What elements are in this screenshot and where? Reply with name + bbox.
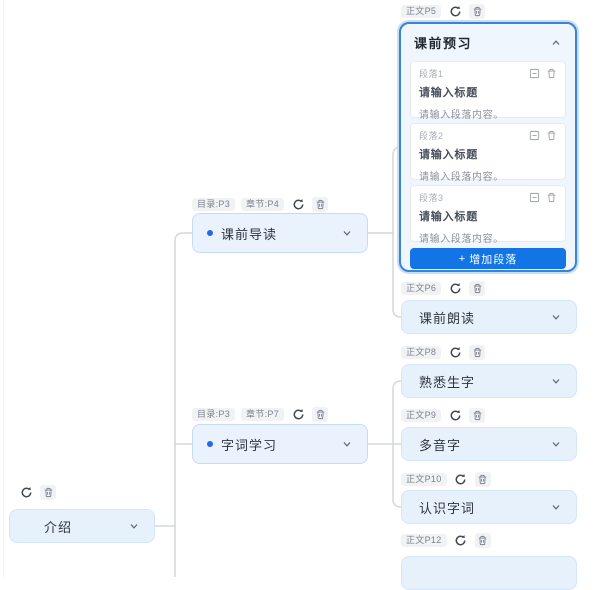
node-root[interactable]: 介绍 bbox=[9, 509, 155, 543]
node-label: 熟悉生字 bbox=[419, 374, 476, 390]
node-label: 课前导读 bbox=[221, 226, 278, 242]
node-leaf4[interactable]: 认识字词 bbox=[401, 490, 577, 524]
node-leaf1[interactable]: 课前朗读 bbox=[401, 300, 577, 334]
chevron-down-icon[interactable] bbox=[550, 311, 562, 323]
node-label: 课前朗读 bbox=[419, 310, 476, 326]
page-badge: 正文P10 bbox=[401, 473, 447, 486]
paragraph-label: 段落2 bbox=[419, 131, 444, 141]
node-branch1[interactable]: 课前导读 bbox=[192, 213, 368, 253]
refresh-icon[interactable] bbox=[290, 197, 306, 212]
trash-icon[interactable] bbox=[469, 281, 486, 296]
plus-icon: + bbox=[458, 252, 467, 265]
refresh-icon[interactable] bbox=[447, 408, 463, 423]
badge-row-branch2: 目录:P3 章节:P7 bbox=[192, 407, 329, 422]
node-label: 介绍 bbox=[44, 519, 73, 535]
node-leaf5[interactable] bbox=[401, 556, 577, 590]
paragraph-label: 段落3 bbox=[419, 193, 444, 203]
paragraph-content-input[interactable]: 请输入段落内容。 bbox=[419, 234, 504, 245]
badge-row-root bbox=[18, 485, 56, 500]
catalog-badge: 目录:P3 bbox=[192, 408, 236, 421]
trash-icon[interactable] bbox=[312, 197, 329, 212]
paragraph-content-input[interactable]: 请输入段落内容。 bbox=[419, 172, 504, 183]
badge-row-leaf4: 正文P10 bbox=[401, 472, 491, 487]
trash-icon[interactable] bbox=[474, 533, 491, 548]
paragraph-content-input[interactable]: 请输入段落内容。 bbox=[419, 110, 504, 121]
canvas-left-edge bbox=[3, 0, 4, 577]
paragraph-card-2: 段落2 请输入标题 请输入段落内容。 bbox=[410, 123, 566, 183]
trash-icon[interactable] bbox=[469, 408, 486, 423]
paragraph-title-input[interactable]: 请输入标题 bbox=[419, 87, 478, 99]
badge-row-leaf3: 正文P9 bbox=[401, 408, 486, 423]
chevron-down-icon[interactable] bbox=[550, 501, 562, 513]
node-label: 认识字词 bbox=[419, 500, 476, 516]
collapse-section-icon[interactable] bbox=[529, 130, 540, 141]
collapse-section-icon[interactable] bbox=[529, 68, 540, 79]
refresh-icon[interactable] bbox=[447, 345, 463, 360]
badge-row-leaf5: 正文P12 bbox=[401, 533, 491, 548]
panel-title: 课前预习 bbox=[414, 36, 473, 51]
chevron-up-icon[interactable] bbox=[550, 37, 562, 49]
chapter-badge: 章节:P7 bbox=[241, 408, 285, 421]
trash-icon[interactable] bbox=[469, 4, 486, 19]
page-badge: 正文P9 bbox=[401, 409, 442, 422]
page-badge: 正文P8 bbox=[401, 346, 442, 359]
mindmap-canvas: 正文P5 目录:P3 章节:P4 目录:P3 章节:P7 正文P6 bbox=[3, 0, 577, 590]
page-badge: 正文P6 bbox=[401, 282, 442, 295]
bullet-icon bbox=[207, 441, 213, 447]
node-leaf3[interactable]: 多音字 bbox=[401, 427, 577, 461]
panel-header: 课前预习 bbox=[401, 24, 575, 61]
badge-row-leaf2: 正文P8 bbox=[401, 345, 486, 360]
catalog-badge: 目录:P3 bbox=[192, 198, 236, 211]
badge-row-leaf1: 正文P6 bbox=[401, 281, 486, 296]
trash-icon[interactable] bbox=[474, 472, 491, 487]
bullet-icon bbox=[207, 230, 213, 236]
badge-row-panel: 正文P5 bbox=[401, 4, 486, 19]
paragraph-label: 段落1 bbox=[419, 69, 444, 79]
refresh-icon[interactable] bbox=[453, 472, 469, 487]
page-badge: 正文P5 bbox=[401, 5, 442, 18]
trash-icon[interactable] bbox=[546, 68, 557, 79]
chevron-down-icon[interactable] bbox=[341, 438, 353, 450]
refresh-icon[interactable] bbox=[447, 281, 463, 296]
add-paragraph-button[interactable]: + 增加段落 bbox=[410, 248, 566, 269]
refresh-icon[interactable] bbox=[290, 407, 306, 422]
badge-row-branch1: 目录:P3 章节:P4 bbox=[192, 197, 329, 212]
trash-icon[interactable] bbox=[40, 485, 56, 500]
refresh-icon[interactable] bbox=[453, 533, 469, 548]
node-branch2[interactable]: 字词学习 bbox=[192, 424, 368, 464]
paragraph-card-3: 段落3 请输入标题 请输入段落内容。 bbox=[410, 185, 566, 245]
node-leaf2[interactable]: 熟悉生字 bbox=[401, 364, 577, 398]
trash-icon[interactable] bbox=[312, 407, 329, 422]
chevron-down-icon[interactable] bbox=[550, 438, 562, 450]
chapter-badge: 章节:P4 bbox=[241, 198, 285, 211]
node-label: 多音字 bbox=[419, 437, 462, 453]
node-editor-panel: 课前预习 段落1 请输入标题 请输入段落内容。 bbox=[399, 22, 577, 272]
paragraph-card-1: 段落1 请输入标题 请输入段落内容。 bbox=[410, 61, 566, 121]
trash-icon[interactable] bbox=[546, 130, 557, 141]
refresh-icon[interactable] bbox=[447, 4, 463, 19]
chevron-down-icon[interactable] bbox=[128, 520, 140, 532]
paragraph-title-input[interactable]: 请输入标题 bbox=[419, 149, 478, 161]
collapse-section-icon[interactable] bbox=[529, 192, 540, 203]
refresh-icon[interactable] bbox=[18, 485, 34, 500]
page-badge: 正文P12 bbox=[401, 534, 447, 547]
add-paragraph-label: 增加段落 bbox=[469, 253, 518, 266]
paragraph-title-input[interactable]: 请输入标题 bbox=[419, 211, 478, 223]
trash-icon[interactable] bbox=[546, 192, 557, 203]
chevron-down-icon[interactable] bbox=[550, 375, 562, 387]
trash-icon[interactable] bbox=[469, 345, 486, 360]
connector-lines bbox=[153, 146, 402, 577]
node-label: 字词学习 bbox=[221, 437, 278, 453]
chevron-down-icon[interactable] bbox=[341, 227, 353, 239]
